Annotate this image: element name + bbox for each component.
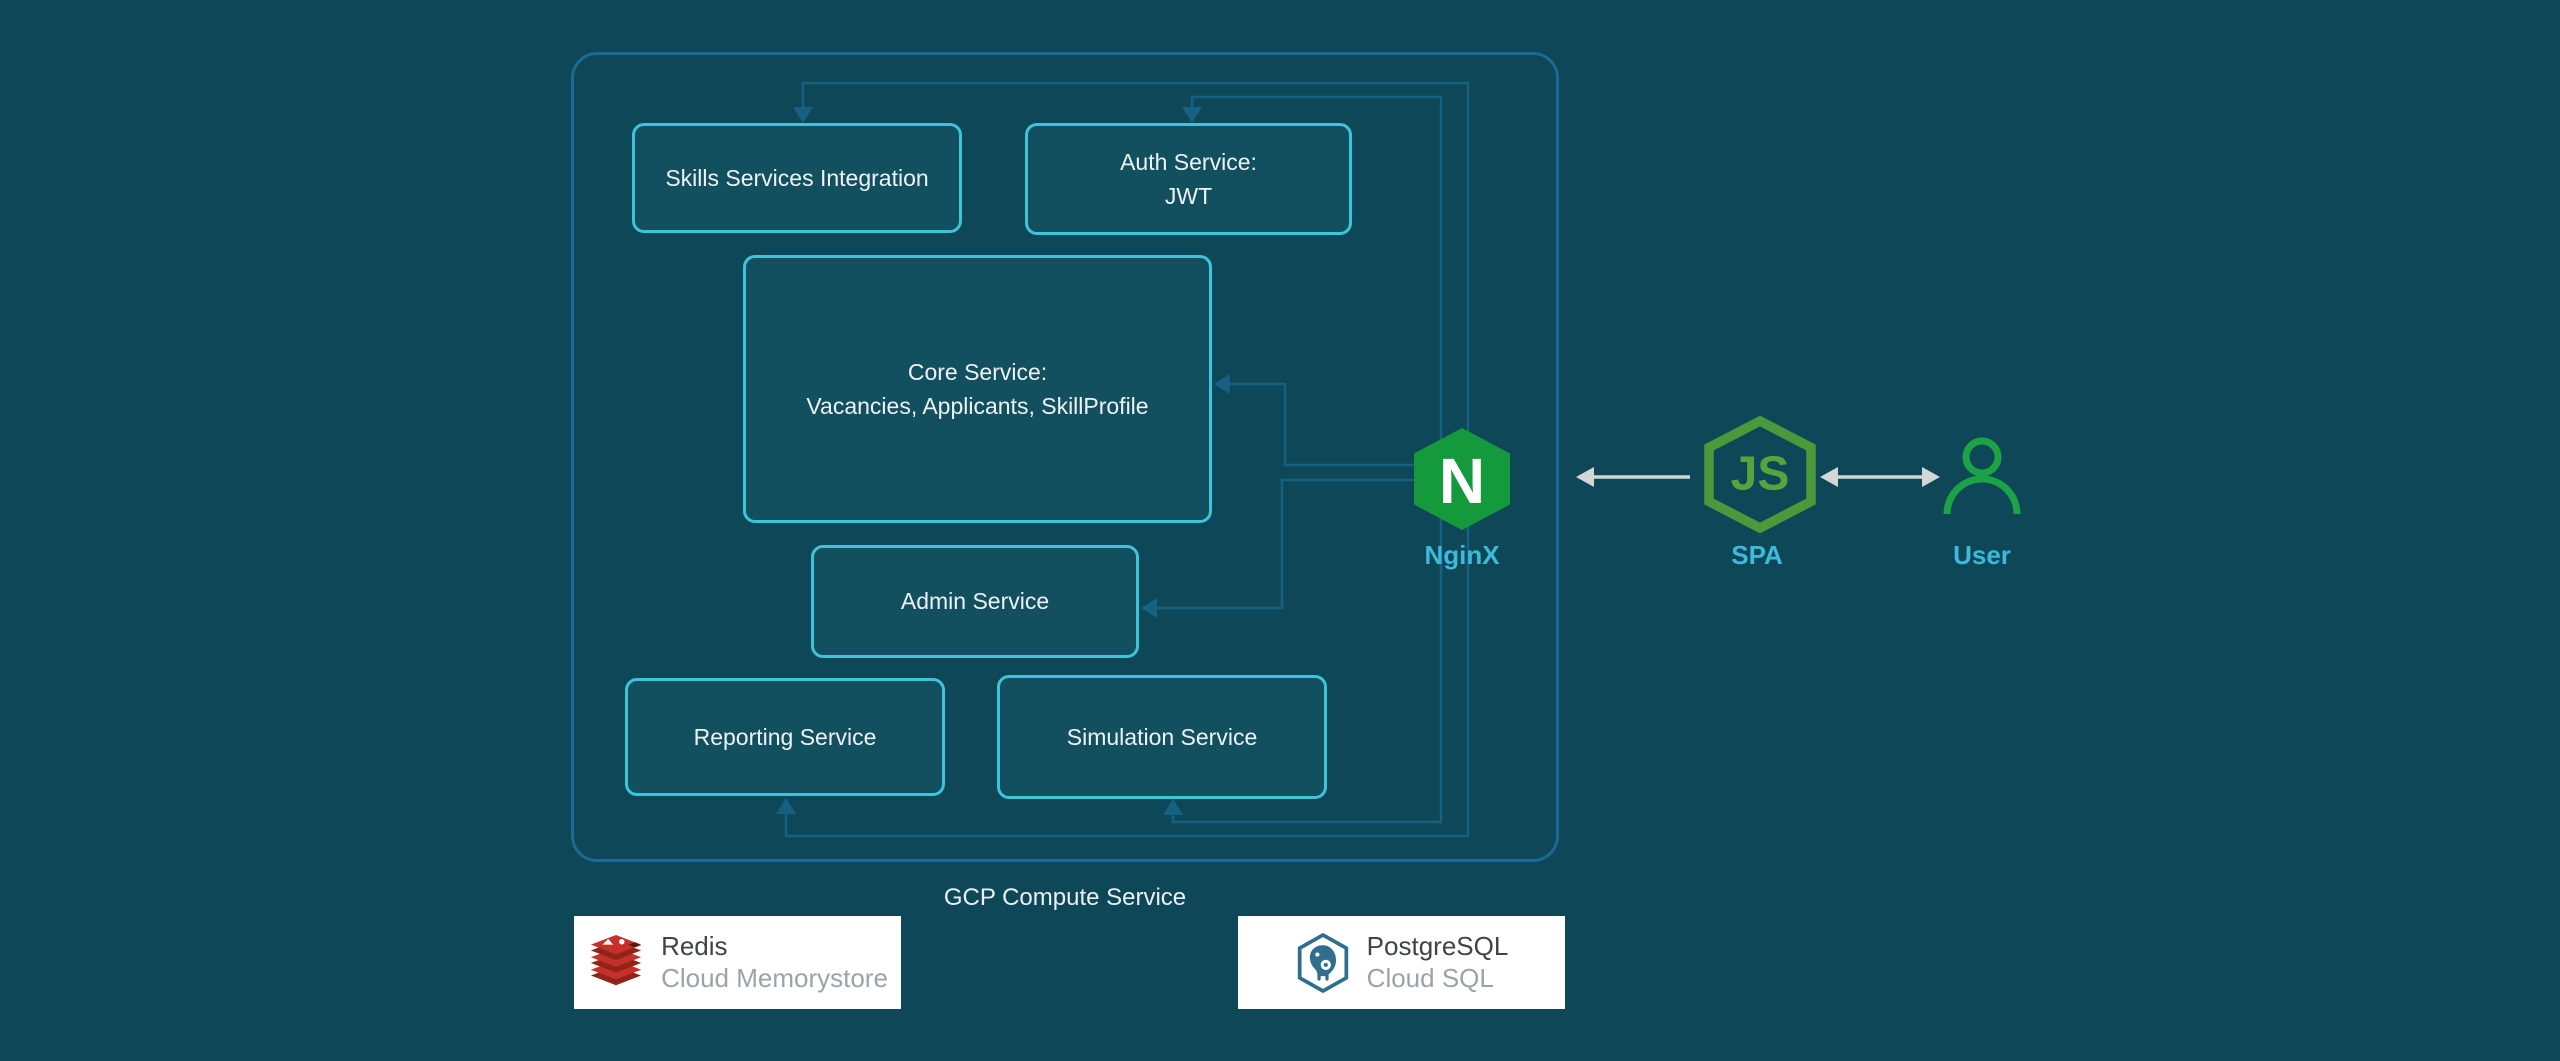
reporting-service-label: Reporting Service [693, 723, 877, 750]
postgresql-eye [1315, 952, 1320, 957]
arrowhead-at-spa-right [1820, 467, 1838, 487]
nodejs-js-letters: JS [1731, 448, 1790, 501]
service-box-core: Core Service: Vacancies, Applicants, Ski… [743, 255, 1212, 523]
postgresql-icon [1297, 932, 1348, 993]
postgresql-badge-outline [1297, 932, 1348, 993]
nginx-label: NginX [1424, 540, 1500, 570]
gcp-compute-container [571, 52, 1559, 862]
service-box-skills: Skills Services Integration [632, 123, 962, 233]
service-box-simulation: Simulation Service [997, 675, 1327, 799]
redis-name: Redis [661, 931, 728, 962]
simulation-service-label: Simulation Service [1066, 723, 1258, 750]
wire-nginx-to-core [1230, 382, 1462, 467]
admin-service-label: Admin Service [900, 588, 1050, 615]
arrowhead-into-simulation [1163, 799, 1183, 815]
wire-nginx-to-auth [1190, 95, 1443, 500]
wire-nginx-to-skills [801, 81, 1470, 500]
nodejs-hexagon-outline [1704, 415, 1816, 534]
service-box-admin: Admin Service [811, 545, 1139, 658]
person-shoulders [1943, 475, 2021, 515]
gcp-container-label: GCP Compute Service [943, 884, 1187, 911]
postgresql-trunk-center [1323, 962, 1328, 967]
postgresql-card: PostgreSQL Cloud SQL [1238, 916, 1565, 1009]
arrowhead-at-user [1922, 467, 1940, 487]
arrowhead-into-reporting [776, 798, 796, 814]
arrowhead-into-admin [1141, 598, 1157, 618]
arrowhead-into-skills [793, 107, 813, 123]
person-icon [1943, 437, 2021, 515]
postgresql-name: PostgreSQL [1366, 931, 1509, 962]
postgresql-service-name: Cloud SQL [1366, 962, 1494, 993]
auth-service-label-line1: Auth Service: [1120, 148, 1257, 175]
user-label: User [1953, 540, 2011, 570]
redis-service-name: Cloud Memorystore [661, 962, 888, 993]
arrowhead-at-nginx [1576, 467, 1594, 487]
core-service-label-line1: Core Service: [907, 358, 1048, 385]
nginx-icon: N [1414, 428, 1510, 530]
redis-icon [590, 934, 642, 985]
redis-star-detail [602, 938, 614, 945]
wire-nginx-to-admin [1157, 478, 1462, 610]
service-box-auth: Auth Service: JWT [1025, 123, 1352, 235]
nodejs-icon: JS [1704, 415, 1816, 534]
person-head [1962, 437, 2002, 477]
nginx-letter: N [1439, 445, 1485, 517]
core-service-label-line2: Vacancies, Applicants, SkillProfile [806, 393, 1149, 419]
arrowhead-into-core [1214, 374, 1230, 394]
redis-dark-detail [628, 941, 642, 948]
redis-dot-detail [619, 938, 625, 944]
spa-label: SPA [1731, 540, 1783, 570]
arrowhead-into-auth [1182, 107, 1202, 123]
skills-service-label: Skills Services Integration [665, 164, 929, 191]
redis-card: Redis Cloud Memorystore [574, 916, 901, 1009]
nginx-hexagon [1414, 428, 1510, 530]
service-box-reporting: Reporting Service [625, 678, 945, 796]
auth-service-label-line2: JWT [1164, 183, 1213, 209]
wire-nginx-to-simulation [1171, 460, 1443, 824]
wire-nginx-to-reporting [784, 460, 1470, 838]
